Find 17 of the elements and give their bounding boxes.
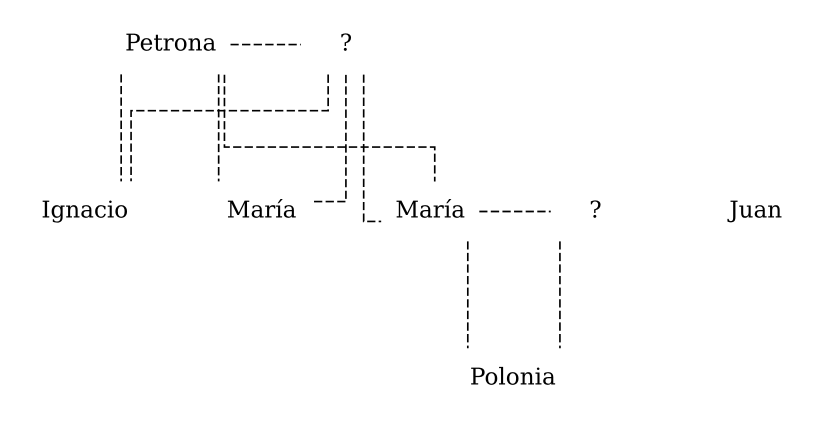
node-text: Ignacio	[40, 198, 128, 224]
node-text: ?	[339, 30, 352, 57]
connector	[558, 241, 560, 348]
node-text: María	[226, 198, 296, 224]
connector	[478, 210, 550, 212]
connector	[230, 44, 300, 46]
node-text: Polonia	[469, 364, 556, 391]
connector	[130, 74, 328, 182]
connector	[466, 241, 468, 348]
connector	[217, 74, 219, 182]
node-text: ?	[588, 198, 602, 224]
node-text: Juan	[728, 198, 782, 224]
node-text: Petrona	[124, 30, 216, 57]
connector	[223, 74, 436, 182]
connector	[362, 74, 381, 222]
node-text: María	[394, 198, 465, 224]
connector	[120, 74, 122, 182]
